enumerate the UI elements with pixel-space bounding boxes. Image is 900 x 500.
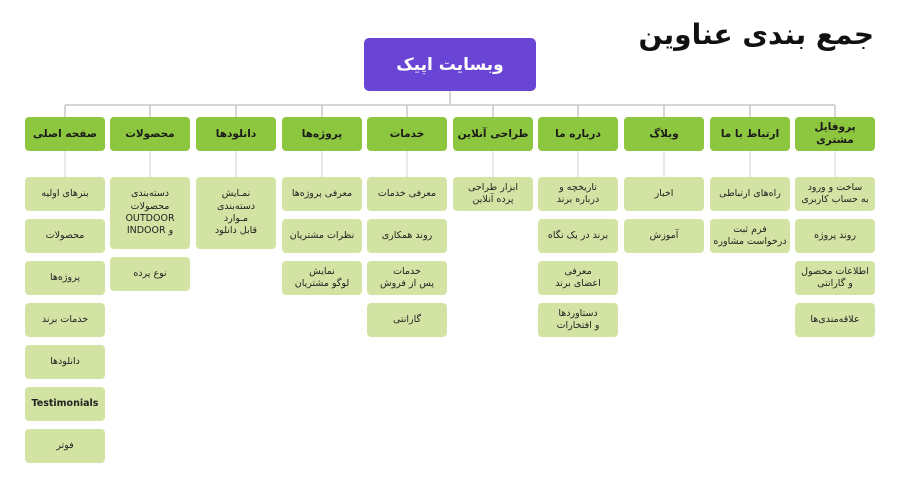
subitem-products: دسته‌بندی محصولات OUTDOOR و INDOOR: [110, 177, 190, 249]
subitem-products: نوع پرده: [110, 257, 190, 291]
category-contact: ارتباط با ما: [710, 117, 790, 151]
subitem-profile: روند پروژه: [795, 219, 875, 253]
subitem-home: خدمات برند: [25, 303, 105, 337]
subitem-projects: نظرات مشتریان: [282, 219, 362, 253]
subitem-projects: معرفی پروژه‌ها: [282, 177, 362, 211]
subitem-home: محصولات: [25, 219, 105, 253]
subitem-services: گارانتی: [367, 303, 447, 337]
subitem-projects: نمایش لوگو مشتریان: [282, 261, 362, 295]
subitem-home: پروژه‌ها: [25, 261, 105, 295]
category-products: محصولات: [110, 117, 190, 151]
subitem-services: روند همکاری: [367, 219, 447, 253]
subitem-contact: راه‌های ارتباطی: [710, 177, 790, 211]
subitem-profile: اطلاعات محصول و گارانتی: [795, 261, 875, 295]
subitem-about: برند در یک نگاه: [538, 219, 618, 253]
subitem-home: Testimonials: [25, 387, 105, 421]
subitem-contact: فرم ثبت درخواست مشاوره: [710, 219, 790, 253]
subitem-about: تاریخچه و درباره برند: [538, 177, 618, 211]
subitem-blog: آموزش: [624, 219, 704, 253]
category-services: خدمات: [367, 117, 447, 151]
subitem-about: معرفی اعضای برند: [538, 261, 618, 295]
root-node: وبسایت اپیک: [364, 38, 536, 91]
category-downloads: دانلودها: [196, 117, 276, 151]
category-profile: پروفایل مشتری: [795, 117, 875, 151]
page-title: جمع بندی عناوین: [638, 18, 874, 51]
subitem-home: فوتر: [25, 429, 105, 463]
subitem-home: دانلودها: [25, 345, 105, 379]
subitem-about: دستاوردها و افتخارات: [538, 303, 618, 337]
subitem-profile: ساخت و ورود به حساب کاربری: [795, 177, 875, 211]
category-about: درباره ما: [538, 117, 618, 151]
subitem-services: معرفی خدمات: [367, 177, 447, 211]
category-online-design: طراحی آنلاین: [453, 117, 533, 151]
category-home: صفحه اصلی: [25, 117, 105, 151]
subitem-profile: علاقه‌مندی‌ها: [795, 303, 875, 337]
subitem-online-design: ابزار طراحی پرده آنلاین: [453, 177, 533, 211]
subitem-blog: اخبار: [624, 177, 704, 211]
category-blog: وبلاگ: [624, 117, 704, 151]
subitem-downloads: نمـایش دسته‌بندی مـوارد قابل دانلود: [196, 177, 276, 249]
category-projects: پروژه‌ها: [282, 117, 362, 151]
subitem-home: بنرهای اولیه: [25, 177, 105, 211]
subitem-services: خدمات پس از فروش: [367, 261, 447, 295]
